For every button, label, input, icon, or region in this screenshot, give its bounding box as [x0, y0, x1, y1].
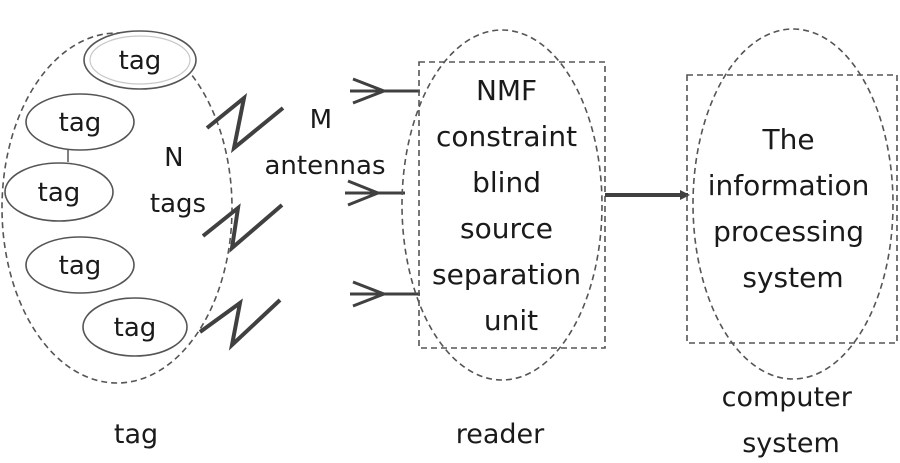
tag-node: tag [4, 162, 114, 222]
antenna-arrows [345, 77, 420, 308]
wireless-signal-icon [198, 298, 282, 351]
tag-node: tag [83, 30, 197, 90]
tag-caption: tag [114, 419, 158, 450]
nmf-unit-box [418, 61, 606, 349]
reader-block: NMF constraint blind source separation u… [401, 29, 606, 381]
tag-node: tag [82, 297, 188, 357]
nmf-unit-label: NMF constraint blind source separation u… [432, 74, 590, 337]
tag-node: tag [25, 93, 135, 151]
tag-node-label: tag [59, 108, 102, 138]
tag-node: tag [25, 236, 135, 294]
reader-caption: reader [456, 419, 545, 450]
tag-node-label: tag [38, 178, 81, 208]
computer-system-caption: computer system [722, 382, 861, 459]
reader-boundary [401, 29, 603, 381]
tag-node-label: tag [59, 251, 102, 281]
antenna-icon [350, 77, 420, 105]
computer-boundary [692, 28, 894, 380]
n-tags-label: N tags [150, 143, 206, 219]
antenna-icon [345, 179, 405, 207]
computer-block: The information processing system [686, 28, 898, 380]
m-antennas-label: M antennas [264, 105, 385, 181]
tag-group: tag tag tag tag tag N tags [1, 30, 233, 384]
info-system-box [686, 74, 898, 344]
tag-node-label: tag [119, 46, 162, 76]
wireless-signal-icon [201, 203, 284, 254]
tag-node-label: tag [114, 313, 157, 343]
wireless-signals [198, 92, 285, 351]
info-system-label: The information processing system [708, 123, 879, 294]
antenna-icon [350, 280, 420, 308]
wireless-signal-icon [205, 92, 285, 154]
